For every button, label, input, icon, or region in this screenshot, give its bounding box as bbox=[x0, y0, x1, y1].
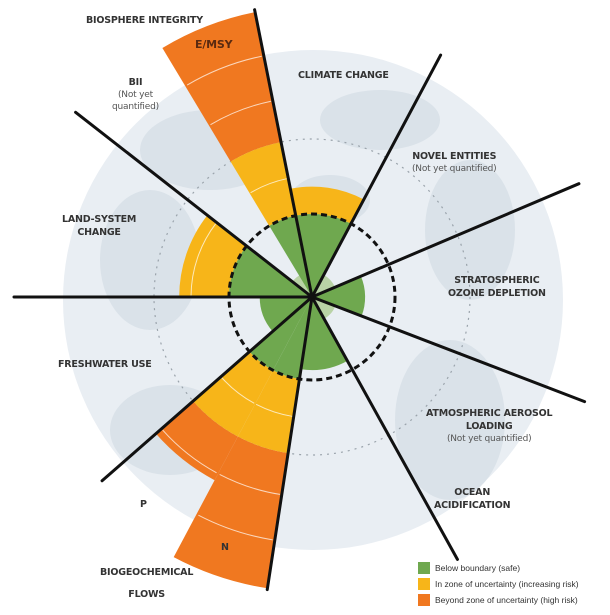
novel-sub: (Not yet quantified) bbox=[412, 164, 497, 174]
label-n: N bbox=[221, 542, 229, 553]
nitrogen-wedge-grid-arc bbox=[198, 514, 273, 541]
legend: Below boundary (safe) In zone of uncerta… bbox=[418, 560, 579, 608]
aerosol-sub: (Not yet quantified) bbox=[446, 434, 532, 444]
land-system-wedge-safe bbox=[229, 245, 312, 297]
ozone-wedge-safe bbox=[312, 276, 366, 317]
phosphorus-wedge-grid-arc bbox=[221, 377, 255, 404]
legend-label-uncertainty: In zone of uncertainty (increasing risk) bbox=[435, 579, 579, 589]
legend-label-safe: Below boundary (safe) bbox=[435, 563, 521, 573]
sector-divider-line bbox=[100, 295, 314, 483]
label-ozone-depletion: STRATOSPHERIC OZONE DEPLETION bbox=[448, 274, 546, 300]
sector-divider-line bbox=[265, 295, 314, 592]
land-system-wedge-grid-arc bbox=[190, 223, 217, 296]
aerosol-title-2: LOADING bbox=[465, 421, 513, 432]
label-freshwater-use: FRESHWATER USE bbox=[58, 359, 152, 370]
sector-divider-line bbox=[310, 295, 459, 561]
sector-divider-line bbox=[310, 182, 581, 299]
biogeo-title-2: FLOWS bbox=[128, 589, 165, 600]
bii-title: BII bbox=[128, 77, 143, 88]
label-novel-entities: NOVEL ENTITIES (Not yet quantified) bbox=[412, 150, 497, 175]
novel-title: NOVEL ENTITIES bbox=[412, 151, 497, 162]
label-bii: BII (Not yet quantified) bbox=[112, 76, 159, 113]
phosphorus-wedge-safe bbox=[249, 297, 312, 371]
legend-item-safe: Below boundary (safe) bbox=[418, 560, 579, 576]
label-biogeochemical-flows: BIOGEOCHEMICAL FLOWS bbox=[100, 562, 193, 606]
label-emsy: E/MSY bbox=[195, 38, 233, 51]
legend-item-high-risk: Beyond zone of uncertainty (high risk) bbox=[418, 592, 579, 608]
legend-swatch-high-risk bbox=[418, 594, 430, 606]
sector-divider-line bbox=[253, 8, 314, 299]
phosphorus-wedge-high-risk bbox=[155, 401, 238, 481]
biogeo-title-1: BIOGEOCHEMICAL bbox=[100, 567, 194, 578]
bii-sub-1: (Not yet bbox=[117, 90, 153, 100]
emsy-wedge-grid-arc bbox=[210, 100, 272, 126]
uncertainty-zone-circle bbox=[153, 138, 471, 456]
phosphorus-wedge-grid-arc bbox=[162, 429, 217, 474]
label-land-system-change: LAND-SYSTEM CHANGE bbox=[62, 213, 136, 239]
climate-change-wedge-uncertainty bbox=[290, 186, 364, 224]
aerosol-title-1: ATMOSPHERIC AEROSOL bbox=[426, 408, 553, 419]
legend-swatch-uncertainty bbox=[418, 578, 430, 590]
emsy-wedge-safe bbox=[269, 215, 312, 297]
ocean-title-1: OCEAN bbox=[454, 487, 491, 498]
land-system-wedge-uncertainty bbox=[179, 215, 247, 297]
phosphorus-wedge-uncertainty bbox=[193, 351, 274, 437]
label-p: P bbox=[140, 499, 147, 510]
land-title-2: CHANGE bbox=[77, 227, 121, 238]
continent-shape bbox=[320, 90, 440, 150]
ocean-title-2: ACIDIFICATION bbox=[434, 500, 511, 511]
sector-divider-line bbox=[74, 110, 314, 299]
nitrogen-wedge-high-risk bbox=[173, 436, 289, 589]
continent-shape bbox=[100, 190, 200, 330]
freshwater-wedge-safe bbox=[259, 297, 312, 332]
land-title-1: LAND-SYSTEM bbox=[62, 214, 137, 225]
label-aerosol-loading: ATMOSPHERIC AEROSOL LOADING (Not yet qua… bbox=[426, 407, 553, 445]
emsy-wedge-uncertainty bbox=[230, 142, 296, 226]
nitrogen-wedge-grid-arc bbox=[255, 403, 293, 417]
nitrogen-wedge-uncertainty bbox=[237, 370, 300, 454]
sector-divider-line bbox=[310, 295, 587, 404]
label-ocean-acidification: OCEAN ACIDIFICATION bbox=[434, 486, 511, 512]
label-biosphere-integrity: BIOSPHERE INTEGRITY bbox=[86, 15, 203, 26]
sector-divider-line bbox=[310, 53, 443, 299]
emsy-wedge-high-risk bbox=[162, 12, 282, 162]
climate-change-wedge-safe bbox=[295, 214, 351, 297]
ocean-acidification-wedge-safe bbox=[300, 297, 348, 371]
legend-label-high-risk: Beyond zone of uncertainty (high risk) bbox=[435, 595, 578, 605]
legend-swatch-safe bbox=[418, 562, 430, 574]
emsy-wedge-grid-arc bbox=[250, 178, 288, 194]
bii-sub-2: quantified) bbox=[112, 102, 159, 112]
continent-shape bbox=[395, 340, 505, 500]
emsy-wedge-grid-arc bbox=[186, 55, 262, 86]
nitrogen-wedge-grid-arc bbox=[219, 473, 281, 495]
label-climate-change: CLIMATE CHANGE bbox=[298, 70, 389, 81]
ozone-title-1: STRATOSPHERIC bbox=[454, 275, 540, 286]
ozone-title-2: OZONE DEPLETION bbox=[448, 288, 546, 299]
legend-item-uncertainty: In zone of uncertainty (increasing risk) bbox=[418, 576, 579, 592]
